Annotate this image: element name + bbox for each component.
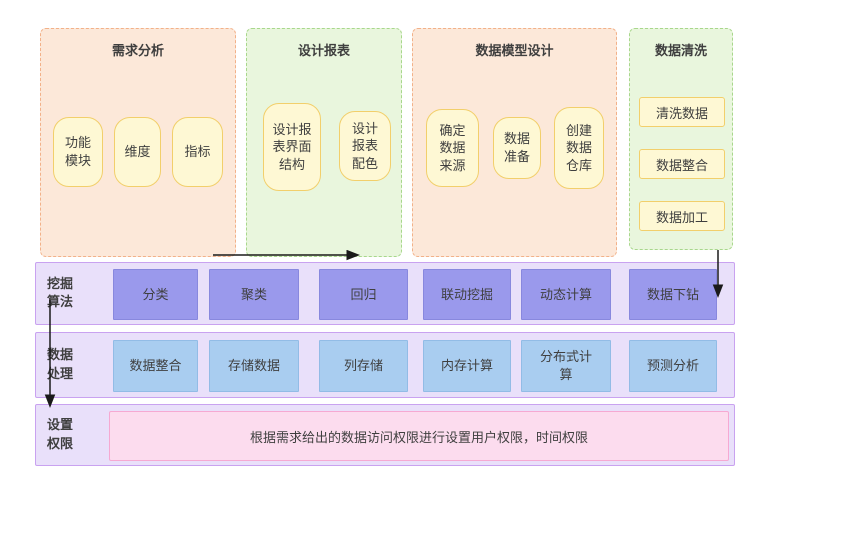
processing-node: 内存计算 bbox=[423, 340, 511, 392]
processing-node: 列存储 bbox=[319, 340, 408, 392]
topic-node: 功能模块 bbox=[53, 117, 103, 187]
processing-node: 存储数据 bbox=[209, 340, 299, 392]
section-design-report: 设计报表 设计报表界面结构 设计报表配色 bbox=[246, 28, 402, 257]
topic-node: 数据准备 bbox=[493, 117, 541, 179]
algorithm-node: 回归 bbox=[319, 269, 408, 320]
algorithm-node: 联动挖掘 bbox=[423, 269, 511, 320]
section-title: 数据清洗 bbox=[654, 43, 707, 58]
topic-node: 数据整合 bbox=[639, 149, 725, 179]
topic-node: 设计报表界面结构 bbox=[263, 103, 321, 191]
algorithm-node: 聚类 bbox=[209, 269, 299, 320]
section-data-model-design: 数据模型设计 确定数据来源 数据准备 创建数据仓库 bbox=[412, 28, 617, 257]
section-title: 需求分析 bbox=[111, 43, 164, 58]
band-mining-algorithms: 挖掘算法 分类 聚类 回归 联动挖掘 动态计算 数据下钻 bbox=[35, 262, 735, 325]
algorithm-node: 数据下钻 bbox=[629, 269, 717, 320]
band-label: 数据处理 bbox=[46, 347, 73, 381]
permission-note: 根据需求给出的数据访问权限进行设置用户权限，时间权限 bbox=[109, 411, 729, 461]
band-label: 挖掘算法 bbox=[46, 275, 73, 310]
section-title: 数据模型设计 bbox=[475, 43, 554, 58]
topic-node: 清洗数据 bbox=[639, 97, 725, 127]
topic-node: 维度 bbox=[114, 117, 161, 187]
topic-node: 指标 bbox=[172, 117, 223, 187]
algorithm-node: 动态计算 bbox=[521, 269, 611, 320]
topic-node: 确定数据来源 bbox=[426, 109, 479, 187]
algorithm-node: 分类 bbox=[113, 269, 198, 320]
band-set-permissions: 设置权限 根据需求给出的数据访问权限进行设置用户权限，时间权限 bbox=[35, 404, 735, 466]
topic-node: 创建数据仓库 bbox=[554, 107, 604, 189]
topic-node: 数据加工 bbox=[639, 201, 725, 231]
band-label: 设置权限 bbox=[46, 417, 73, 451]
section-title: 设计报表 bbox=[297, 43, 350, 58]
band-data-processing: 数据处理 数据整合 存储数据 列存储 内存计算 分布式计算 预测分析 bbox=[35, 332, 735, 398]
processing-node: 预测分析 bbox=[629, 340, 717, 392]
processing-node: 数据整合 bbox=[113, 340, 198, 392]
section-data-cleaning: 数据清洗 清洗数据 数据整合 数据加工 bbox=[629, 28, 733, 250]
section-requirement-analysis: 需求分析 功能模块 维度 指标 bbox=[40, 28, 236, 257]
processing-node: 分布式计算 bbox=[521, 340, 611, 392]
topic-node: 设计报表配色 bbox=[339, 111, 391, 181]
